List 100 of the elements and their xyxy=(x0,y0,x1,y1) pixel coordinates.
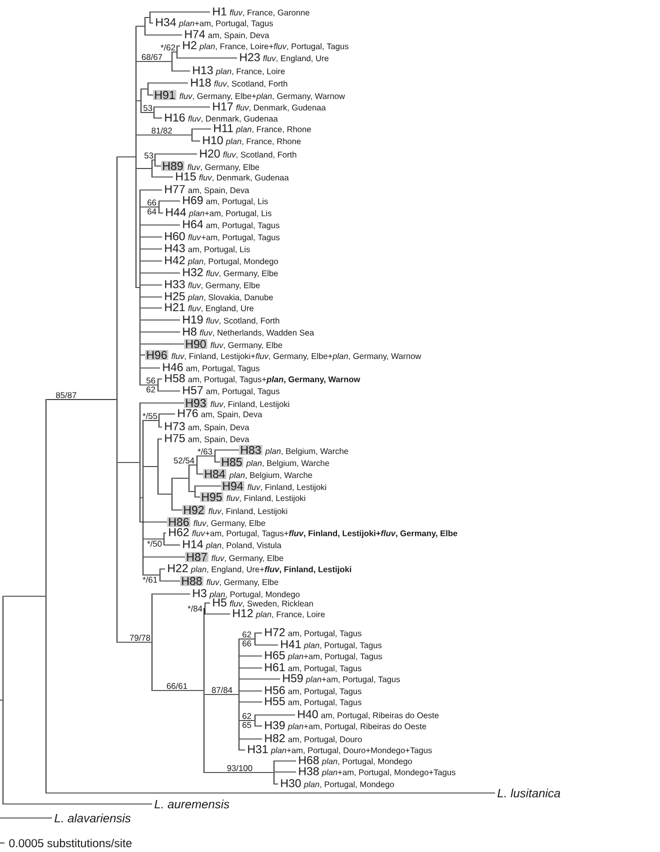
highlighted-haplotype-label: H84 xyxy=(203,469,226,479)
support-value: 66 xyxy=(242,640,252,646)
branch-line xyxy=(239,738,262,740)
branch-line xyxy=(160,568,166,570)
haplotype-label: H17 xyxy=(213,102,233,110)
locality-text: plan, Portugal, Mondego xyxy=(209,591,300,599)
locality-text: fluv, Denmark, Gudenaa xyxy=(188,115,278,123)
locality-text: plan+am, Portugal, Tagus xyxy=(178,20,273,28)
locality-text: fluv, Germany, Elbe xyxy=(188,282,260,290)
branch-line xyxy=(274,760,296,762)
locality-text: fluv, Germany, Elbe xyxy=(194,520,266,528)
locality-text: plan, France, Rhone xyxy=(236,126,311,134)
haplotype-label: H39 xyxy=(265,721,285,730)
locality-text: plan, Portugal, Mondego xyxy=(188,258,278,266)
locality-text: fluv, Germany, Elbe xyxy=(210,342,282,350)
branch-line xyxy=(150,22,154,24)
branch-line xyxy=(204,772,274,773)
branch-line xyxy=(239,720,255,721)
locality-text: fluv, Sweden, Ricklean xyxy=(230,600,313,608)
haplotype-label: H42 xyxy=(165,256,185,264)
locality-text: fluv+am, Portugal, Tagus+fluv, Finland, Lestijoki+fluv, Germany, Elbe xyxy=(192,530,458,538)
locality-text: fluv, France, Garonne xyxy=(230,9,310,16)
locality-text: fluv, England, Ure xyxy=(263,55,328,63)
locality-text: plan, Belgium, Warche xyxy=(265,448,348,456)
locality-text: fluv, Germany, Elbe xyxy=(206,270,278,278)
locality-text: fluv, Finland, Lestijoki xyxy=(226,494,306,503)
branch-line xyxy=(46,792,496,794)
highlighted-haplotype-label: H87 xyxy=(185,552,208,562)
branch-line xyxy=(189,491,195,492)
haplotype-label: H62 xyxy=(169,528,189,536)
locality-text: am, Portugal, Tagus xyxy=(288,630,362,638)
branch-line xyxy=(117,156,136,158)
highlighted-haplotype-label: H88 xyxy=(180,576,204,586)
haplotype-label: H73 xyxy=(165,422,185,430)
locality-text: plan+am, Portugal, Ribeiras do Oeste xyxy=(288,723,426,731)
support-value: 53 xyxy=(144,152,154,158)
branch-line xyxy=(158,378,162,380)
branch-line xyxy=(140,206,159,208)
locality-text: fluv, Netherlands, Wadden Sea xyxy=(200,329,314,337)
haplotype-label: H44 xyxy=(166,208,186,216)
locality-text: am, Portugal, Tagus xyxy=(288,699,362,707)
support-value: 53 xyxy=(143,105,152,111)
locality-text: am, Spain, Deva xyxy=(188,424,250,432)
locality-text: plan, France, Rhone xyxy=(226,138,301,146)
haplotype-label: H38 xyxy=(299,767,319,776)
haplotype-label: H5 xyxy=(213,598,226,607)
haplotype-label: H59 xyxy=(283,674,303,682)
branch-line xyxy=(154,106,210,108)
branch-line xyxy=(143,556,186,558)
branch-line xyxy=(140,497,143,498)
haplotype-label: H32 xyxy=(183,268,203,276)
locality-text: plan, Slovakia, Danube xyxy=(188,294,273,302)
locality-text: plan, France, Loire xyxy=(256,611,325,619)
support-value: 62 xyxy=(146,386,156,392)
locality-text: plan, Poland, Vistula xyxy=(206,542,282,550)
highlighted-haplotype-label: H92 xyxy=(182,505,206,515)
haplotype-label: H34 xyxy=(156,18,176,26)
branch-line xyxy=(141,112,154,113)
highlighted-haplotype-label: H83 xyxy=(239,445,262,455)
branch-line xyxy=(192,140,200,142)
locality-text: am, Spain, Deva xyxy=(188,187,250,195)
branch-line xyxy=(159,212,164,214)
locality-text: fluv, Finland, Lestijoki xyxy=(208,508,288,516)
haplotype-label: H16 xyxy=(165,113,185,122)
branch-line xyxy=(117,462,140,463)
branch-line xyxy=(172,478,189,479)
haplotype-label: H55 xyxy=(265,697,285,706)
support-value: */50 xyxy=(147,540,162,547)
locality-text: plan, France, Loire+fluv, Portugal, Tagus xyxy=(199,43,348,51)
highlighted-haplotype-label: H96 xyxy=(145,350,168,360)
haplotype-label: H46 xyxy=(163,363,183,372)
branch-line xyxy=(205,602,210,604)
species-label: L. lusitanica xyxy=(498,788,560,798)
branch-line xyxy=(140,354,146,356)
branch-line xyxy=(172,70,190,72)
branch-line xyxy=(3,596,46,597)
branch-line xyxy=(159,200,180,202)
highlighted-haplotype-label: H91 xyxy=(153,90,176,100)
highlighted-haplotype-label: H85 xyxy=(220,457,244,467)
support-value: */55 xyxy=(142,412,158,419)
locality-text: am, Spain, Deva xyxy=(208,32,270,40)
branch-line xyxy=(152,176,174,178)
branch-line xyxy=(143,466,158,467)
locality-text: plan+am, Portugal, Mondego+Tagus xyxy=(322,769,456,777)
locality-text: plan+am, Portugal, Lis xyxy=(188,210,272,218)
haplotype-label: H25 xyxy=(165,292,185,300)
locality-text: am, Portugal, Douro xyxy=(288,736,362,744)
locality-text: am, Portugal, Lis xyxy=(206,198,268,206)
branch-line xyxy=(255,644,278,646)
branch-line xyxy=(0,700,3,701)
haplotype-label: H14 xyxy=(183,540,203,548)
support-value: */62 xyxy=(160,44,176,50)
locality-text: plan, Belgium, Warche xyxy=(246,460,330,468)
locality-text: fluv, Scotland, Forth xyxy=(223,151,296,159)
locality-text: fluv, Germany, Elbe+plan, Germany, Warnow xyxy=(180,92,345,101)
locality-text: fluv, Germany, Elbe xyxy=(206,578,278,587)
locality-text: plan, France, Loire xyxy=(216,68,285,76)
locality-text: am, Portugal, Lis xyxy=(188,246,250,254)
locality-text: am, Spain, Deva xyxy=(201,411,262,419)
locality-text: fluv, Denmark, Gudenaa xyxy=(199,174,289,182)
